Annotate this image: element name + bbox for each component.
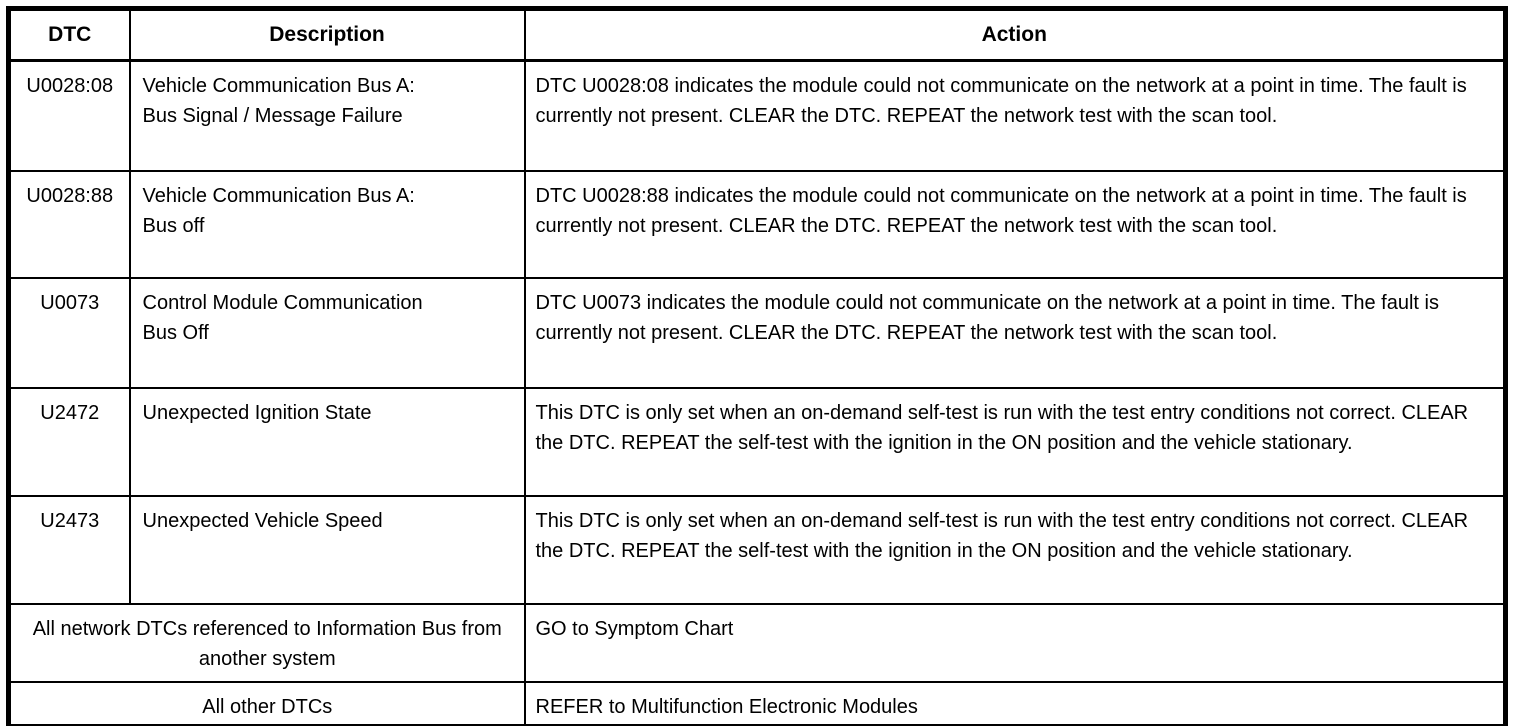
dtc-index-table: DTC Description Action U0028:08 Vehicle …: [6, 6, 1508, 726]
table-row: U2472 Unexpected Ignition State This DTC…: [7, 386, 1507, 497]
dtc-description-text: Unexpected Vehicle Speed: [142, 509, 383, 532]
dtc-action: DTC U0073 indicates the module could not…: [523, 276, 1507, 389]
dtc-description: Vehicle Communication Bus A: Bus off: [128, 169, 526, 279]
dtc-code: U0028:88: [7, 169, 131, 279]
dtc-code: U2472: [7, 386, 131, 497]
table-row: U0028:08 Vehicle Communication Bus A: Bu…: [7, 59, 1507, 172]
dtc-category-text: All network DTCs referenced to Informati…: [32, 617, 502, 670]
dtc-code: U2473: [7, 494, 131, 605]
table-row: All other DTCs REFER to Multifunction El…: [7, 680, 1507, 726]
dtc-description-text: Vehicle Communication Bus A: Bus off: [142, 184, 415, 237]
table-row: U0028:88 Vehicle Communication Bus A: Bu…: [7, 169, 1507, 279]
dtc-category-text: All other DTCs: [202, 695, 333, 718]
dtc-action: This DTC is only set when an on-demand s…: [523, 386, 1507, 497]
header-row: DTC Description Action: [7, 7, 1507, 62]
dtc-description-text: Unexpected Ignition State: [142, 401, 372, 424]
dtc-action: REFER to Multifunction Electronic Module…: [523, 680, 1507, 726]
dtc-category: All other DTCs: [7, 680, 526, 726]
dtc-category: All network DTCs referenced to Informati…: [7, 602, 526, 683]
dtc-description: Vehicle Communication Bus A: Bus Signal …: [128, 59, 526, 172]
dtc-description: Control Module Communication Bus Off: [128, 276, 526, 389]
dtc-description: Unexpected Ignition State: [128, 386, 526, 497]
col-header-description: Description: [128, 7, 526, 62]
col-header-action: Action: [523, 7, 1507, 62]
table-row: All network DTCs referenced to Informati…: [7, 602, 1507, 683]
dtc-action: DTC U0028:88 indicates the module could …: [523, 169, 1507, 279]
dtc-code: U0028:08: [7, 59, 131, 172]
col-header-dtc: DTC: [7, 7, 131, 62]
table-row: U0073 Control Module Communication Bus O…: [7, 276, 1507, 389]
dtc-action: This DTC is only set when an on-demand s…: [523, 494, 1507, 605]
dtc-code: U0073: [7, 276, 131, 389]
dtc-action: GO to Symptom Chart: [523, 602, 1507, 683]
table-row: U2473 Unexpected Vehicle Speed This DTC …: [7, 494, 1507, 605]
dtc-description-text: Control Module Communication Bus Off: [142, 291, 423, 344]
dtc-action: DTC U0028:08 indicates the module could …: [523, 59, 1507, 172]
dtc-description: Unexpected Vehicle Speed: [128, 494, 526, 605]
dtc-description-text: Vehicle Communication Bus A: Bus Signal …: [142, 75, 415, 127]
